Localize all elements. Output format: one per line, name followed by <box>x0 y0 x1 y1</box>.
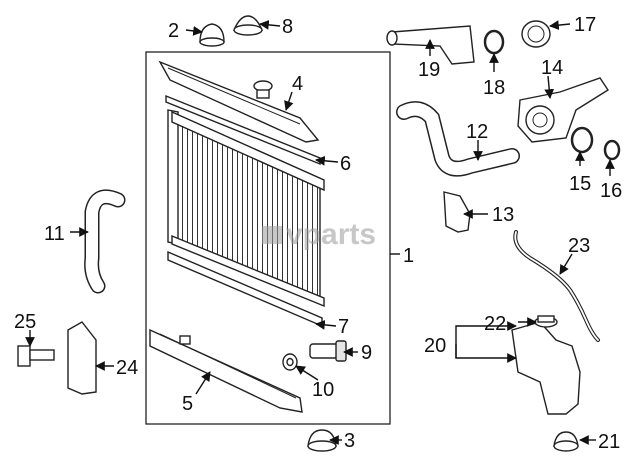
callout-9: 9 <box>361 342 372 364</box>
radiator-assembly-frame <box>145 51 391 425</box>
callout-25: 25 <box>14 311 36 333</box>
callout-10: 10 <box>312 379 334 401</box>
radiator-core <box>167 109 325 308</box>
part-4-upper-tank <box>158 60 320 143</box>
callout-13: 13 <box>492 204 514 226</box>
callout-17: 17 <box>574 14 596 36</box>
callout-6: 6 <box>340 153 351 175</box>
part-24-bracket <box>67 321 97 395</box>
part-14-water-outlet <box>517 77 609 143</box>
callout-7: 7 <box>338 316 349 338</box>
callout-21: 21 <box>598 431 620 453</box>
part-25-bolt <box>17 345 55 367</box>
part-8-grommet <box>232 15 264 36</box>
part-17-thermostat <box>521 20 551 48</box>
callout-22: 22 <box>484 313 506 335</box>
callout-14: 14 <box>541 57 563 79</box>
callout-20: 20 <box>424 335 446 357</box>
callout-2: 2 <box>168 20 179 42</box>
callout-labels: 1 2 3 4 5 6 7 8 9 10 11 12 13 14 15 16 1… <box>14 14 622 453</box>
callout-18: 18 <box>483 77 505 99</box>
callout-15: 15 <box>569 173 591 195</box>
callout-24: 24 <box>116 357 138 379</box>
callout-19: 19 <box>418 59 440 81</box>
callout-8: 8 <box>282 16 293 38</box>
part-16-ring <box>603 139 621 161</box>
part-10-o-ring <box>282 353 298 371</box>
callout-16: 16 <box>600 180 622 202</box>
callout-1: 1 <box>403 245 414 267</box>
part-5-lower-tank <box>149 328 303 413</box>
part-9-drain-cock <box>309 340 347 362</box>
leader-lines <box>25 20 615 445</box>
part-15-gasket <box>570 126 594 154</box>
part-2-grommet <box>199 23 225 47</box>
callout-3: 3 <box>344 430 355 452</box>
part-22-cap <box>534 315 558 328</box>
part-18-gasket <box>483 29 505 55</box>
callout-5: 5 <box>182 393 193 415</box>
watermark: vparts <box>262 218 376 251</box>
callout-12: 12 <box>466 121 488 143</box>
callout-11: 11 <box>44 223 65 245</box>
part-20-reserve-tank <box>511 321 581 415</box>
callout-4: 4 <box>292 73 303 95</box>
watermark-text: vparts <box>286 218 376 251</box>
part-21-grommet <box>553 431 579 452</box>
callout-23: 23 <box>568 235 590 257</box>
part-13-bracket <box>443 191 471 233</box>
